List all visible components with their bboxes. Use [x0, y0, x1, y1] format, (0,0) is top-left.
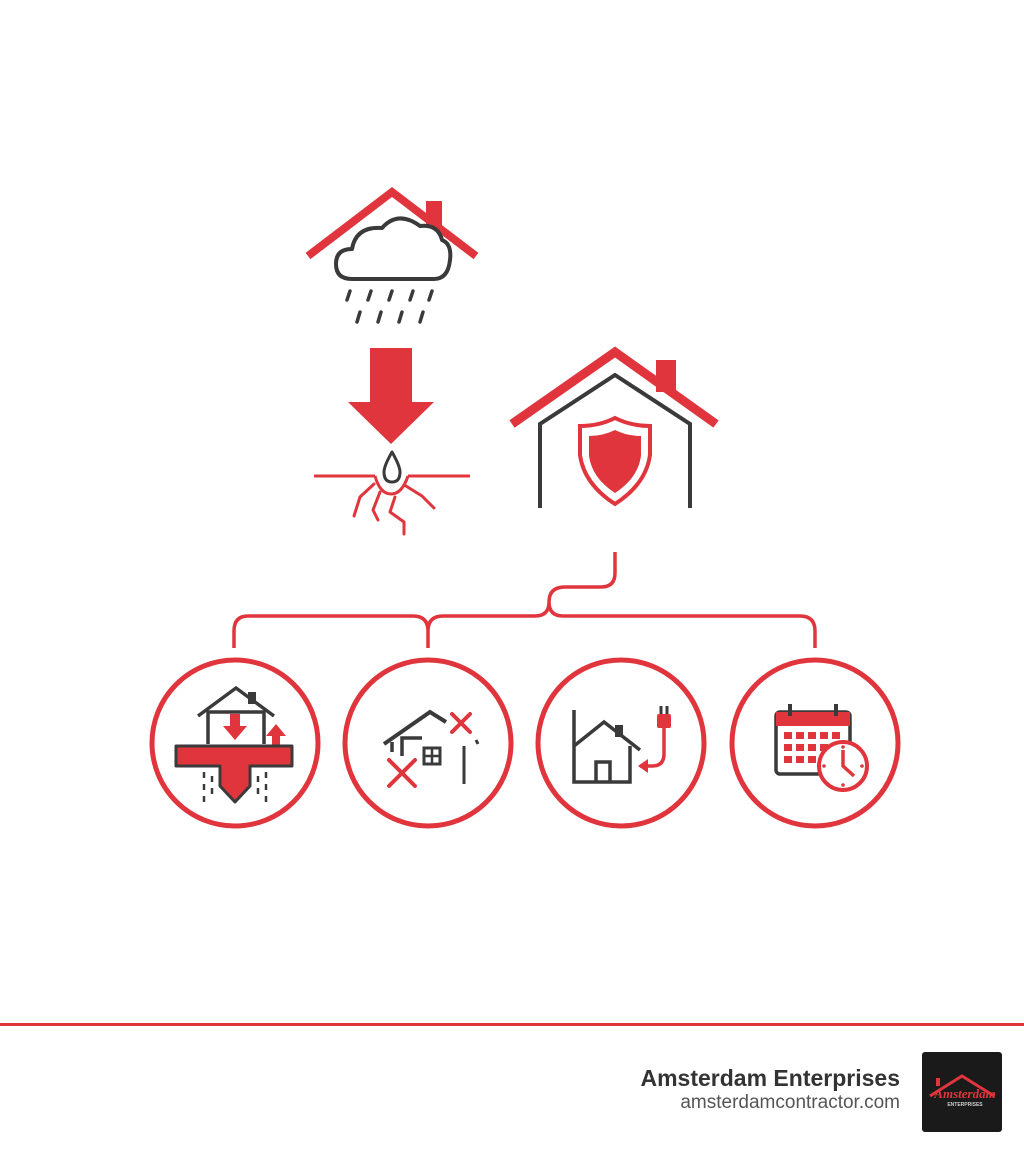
damage-circle: [342, 657, 514, 829]
schedule-circle: [729, 657, 901, 829]
house-sump-pump-power-icon: [572, 706, 671, 784]
drainage-house-icon: [174, 685, 294, 804]
brand-block: Amsterdam Enterprises amsterdamcontracto…: [641, 1064, 901, 1114]
sump-pump-circle: [535, 657, 707, 829]
company-logo: Amsterdam ENTERPRISES: [922, 1052, 1002, 1132]
protected-house-shield-icon: [509, 346, 719, 508]
waterproofing-diagram: [149, 186, 901, 829]
footer-divider: [0, 1023, 1024, 1026]
water-seeping-cracked-ground-icon: [314, 450, 470, 536]
crossed-out-house-damage-icon: [382, 709, 480, 788]
calendar-clock-icon: [774, 704, 869, 792]
connector-lines: [232, 552, 817, 648]
drainage-circle: [149, 657, 321, 829]
logo-subtext: ENTERPRISES: [947, 1102, 983, 1108]
down-arrow-icon: [348, 348, 434, 444]
brand-name: Amsterdam Enterprises: [640, 1065, 901, 1091]
logo-wordmark: Amsterdam: [933, 1086, 995, 1101]
rain-cloud-house-icon: [305, 186, 479, 324]
brand-url: amsterdamcontractor.com: [680, 1092, 900, 1113]
